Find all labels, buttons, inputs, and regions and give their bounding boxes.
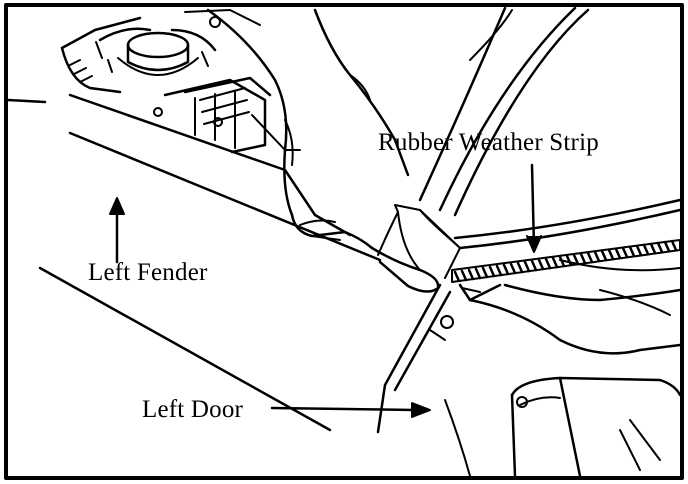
left-door-label: Left Door [142,396,244,423]
left-door-panel [376,259,682,478]
windshield-pillar [418,6,682,250]
weather-strip-label: Rubber Weather Strip [378,129,599,156]
callout-arrows [109,163,542,418]
rubber-weather-strip [451,239,681,283]
left-door-arrow [270,406,417,412]
left-fender-label: Left Fender [88,259,208,286]
weather-strip-arrow [530,163,536,250]
engine-bay [60,9,301,166]
hand-and-arm [206,8,461,293]
figure-frame [4,3,684,480]
